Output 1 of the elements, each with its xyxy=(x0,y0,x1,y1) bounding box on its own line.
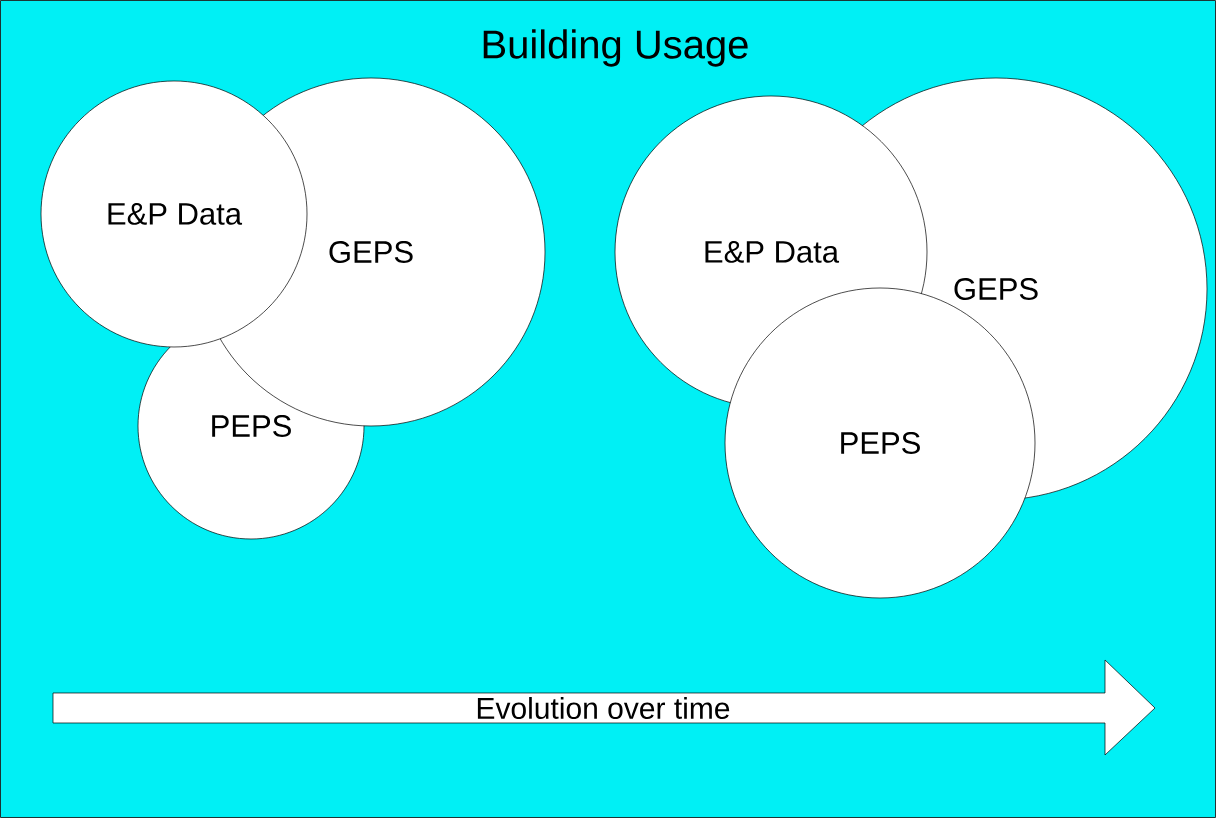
title: Building Usage xyxy=(483,29,748,67)
